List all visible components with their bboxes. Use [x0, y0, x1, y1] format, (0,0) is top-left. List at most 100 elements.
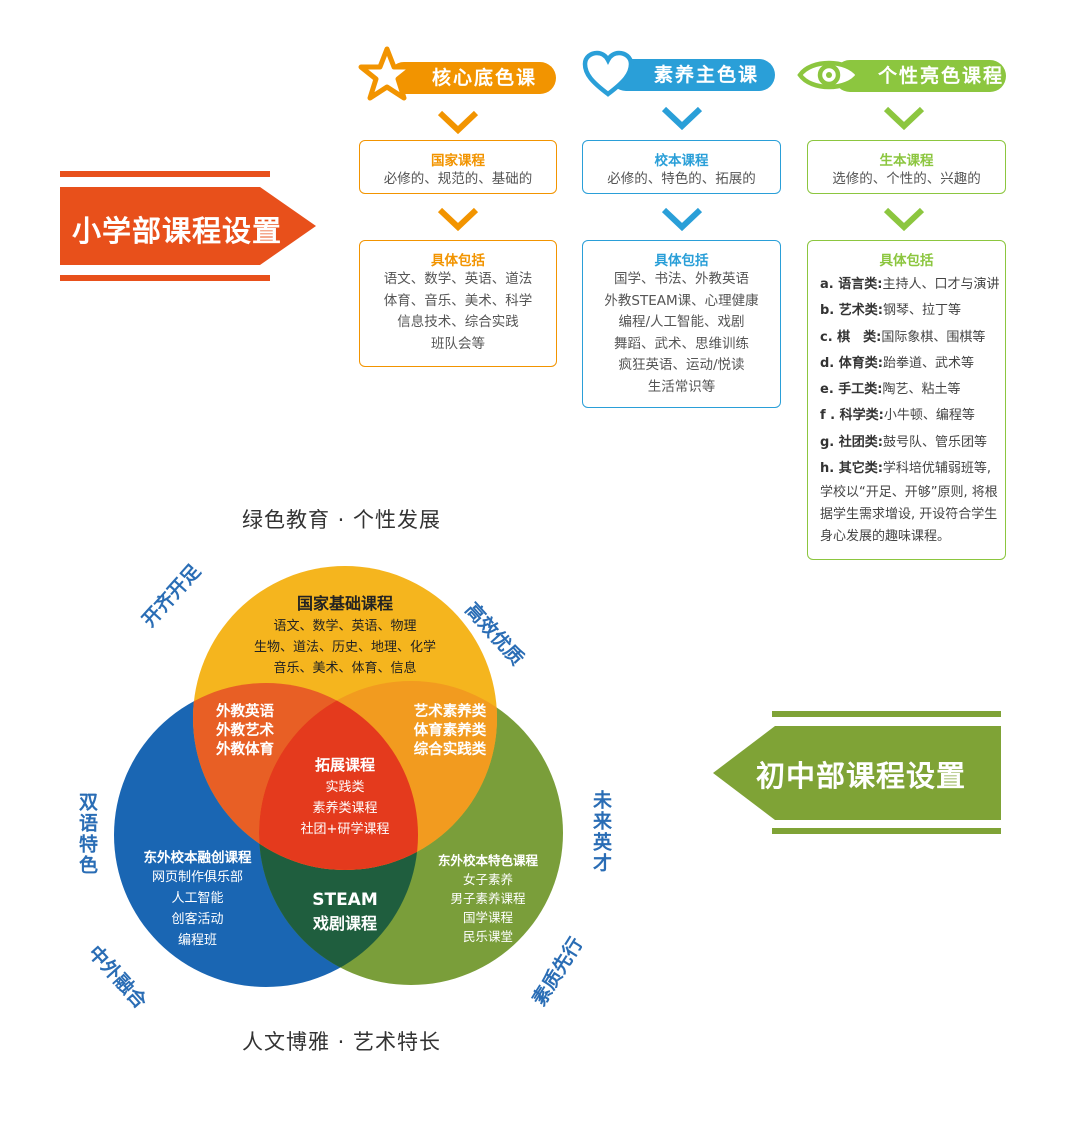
overlap-line: 外教英语 — [216, 704, 274, 720]
circle-line: 网页制作俱乐部 — [151, 870, 243, 885]
circle-right-text: 东外校本特色课程 女子素养 男子素养课程 国学课程 民乐课堂 — [428, 850, 548, 946]
chevron-down-icon — [661, 106, 703, 130]
overlap-bottom-text: STEAM 戏剧课程 — [290, 890, 400, 934]
includes-box: 具体包括 语文、数学、英语、道法 体育、音乐、美术、科学 信息技术、综合实践 班… — [359, 240, 557, 367]
list-item: f . 科学类:小牛顿、编程等 — [820, 408, 975, 424]
overlap-line: 素养类课程 — [312, 801, 378, 816]
list-item: g. 社团类:鼓号队、管乐团等 — [820, 434, 987, 450]
circle-line: 民乐课堂 — [462, 929, 513, 944]
circle-line: 音乐、美术、体育、信息 — [273, 661, 417, 676]
overlap-line: 戏剧课程 — [312, 914, 377, 933]
column-header-label: 个性亮色课程 — [878, 65, 1005, 87]
list-item: e. 手工类:陶艺、粘土等 — [820, 382, 961, 398]
chevron-down-icon — [661, 207, 703, 231]
course-type-title: 国家课程 — [431, 153, 485, 169]
overlap-line: 体育素养类 — [413, 723, 487, 739]
overlap-line: 社团+研学课程 — [300, 822, 390, 837]
primary-banner-title: 小学部课程设置 — [72, 214, 283, 248]
list-item: 语文、数学、英语、道法 — [383, 271, 533, 287]
column-header-personal: 个性亮色课程 — [834, 60, 1006, 92]
overlap-top-left-text: 外教英语 外教艺术 外教体育 — [205, 703, 285, 760]
circle-right-lines: 女子素养 男子素养课程 国学课程 民乐课堂 — [428, 870, 548, 946]
overlap-line: 艺术素养类 — [413, 704, 487, 720]
note-line: 身心发展的趣味课程。 — [820, 529, 951, 545]
includes-title: 具体包括 — [654, 253, 709, 269]
list-item: 舞蹈、武术、思维训练 — [614, 335, 749, 352]
chevron-down-icon — [437, 207, 479, 231]
includes-box: 具体包括 国学、书法、外教英语 外教STEAM课、心理健康 编程/人工智能、戏剧… — [582, 240, 781, 408]
slogan-top: 绿色教育 · 个性发展 — [242, 508, 442, 532]
label-left: 双语特色 — [76, 792, 98, 876]
overlap-line: 外教体育 — [216, 742, 274, 758]
course-type-desc: 选修的、个性的、兴趣的 — [832, 171, 981, 187]
chevron-down-icon — [437, 110, 479, 134]
circle-line: 国学课程 — [462, 910, 513, 925]
list-item: 国学、书法、外教英语 — [614, 271, 749, 287]
banner-stripe — [772, 711, 1001, 717]
list-item: 外教STEAM课、心理健康 — [604, 292, 759, 309]
star-icon — [358, 46, 416, 101]
circle-left-lines: 网页制作俱乐部 人工智能 创客活动 编程班 — [130, 867, 265, 951]
overlap-center-title: 拓展课程 — [314, 756, 375, 774]
column-header-quality: 素养主色课程 — [610, 59, 775, 118]
circle-line: 编程班 — [177, 933, 217, 948]
circle-top-text: 国家基础课程 语文、数学、英语、物理 生物、道法、历史、地理、化学 音乐、美术、… — [245, 590, 445, 679]
course-type-desc: 必修的、特色的、拓展的 — [607, 171, 756, 187]
note-line: 据学生需求增设, 开设符合学生 — [820, 507, 998, 523]
circle-left-title: 东外校本融创课程 — [143, 850, 252, 866]
elective-list: a. 语言类:主持人、口才与演讲 b. 艺术类:钢琴、拉丁等 c. 棋 类:国际… — [808, 272, 1005, 548]
banner-body — [713, 726, 1001, 820]
overlap-line: 外教艺术 — [216, 723, 274, 739]
overlap-center-text: 拓展课程 实践类 素养类课程 社团+研学课程 — [285, 754, 405, 840]
eye-icon — [797, 60, 861, 90]
list-item: 信息技术、综合实践 — [397, 314, 519, 330]
includes-box: 具体包括 a. 语言类:主持人、口才与演讲 b. 艺术类:钢琴、拉丁等 c. 棋… — [807, 240, 1006, 560]
list-item: a. 语言类:主持人、口才与演讲 — [820, 277, 1000, 292]
circle-line: 人工智能 — [171, 891, 224, 906]
column-header-core: 核心底色课程 — [388, 62, 556, 121]
course-type-title: 生本课程 — [879, 153, 934, 169]
course-type-title: 校本课程 — [654, 153, 709, 169]
includes-title: 具体包括 — [879, 253, 934, 269]
banner-stripe — [772, 828, 1001, 834]
slogan-bottom: 人文博雅 · 艺术特长 — [242, 1030, 442, 1054]
banner-stripe — [60, 275, 270, 281]
banner-arrow — [260, 187, 316, 265]
label-right: 未来英才 — [590, 790, 612, 874]
circle-right-title: 东外校本特色课程 — [437, 853, 538, 868]
circle-line: 女子素养 — [462, 872, 513, 887]
circle-left-text: 东外校本融创课程 网页制作俱乐部 人工智能 创客活动 编程班 — [130, 846, 265, 951]
circle-line: 语文、数学、英语、物理 — [273, 619, 417, 634]
list-item: 生活常识等 — [647, 378, 716, 395]
chevron-down-icon — [883, 207, 925, 231]
note-line: 学校以“开足、开够”原则, 将根 — [820, 485, 998, 501]
course-type-box: 校本课程 必修的、特色的、拓展的 — [582, 140, 781, 194]
course-type-box: 国家课程 必修的、规范的、基础的 — [359, 140, 557, 194]
circle-line: 创客活动 — [171, 912, 224, 927]
circle-line: 男子素养课程 — [450, 891, 526, 906]
list-item: 编程/人工智能、戏剧 — [618, 314, 745, 330]
list-item: b. 艺术类:钢琴、拉丁等 — [820, 303, 961, 319]
includes-title: 具体包括 — [431, 253, 485, 269]
list-item: 体育、音乐、美术、科学 — [383, 292, 533, 309]
course-type-box: 生本课程 选修的、个性的、兴趣的 — [807, 140, 1006, 194]
overlap-center-lines: 实践类 素养类课程 社团+研学课程 — [285, 777, 405, 840]
heart-icon — [582, 50, 634, 97]
circle-line: 生物、道法、历史、地理、化学 — [253, 640, 436, 655]
list-item: c. 棋 类:国际象棋、围棋等 — [820, 329, 986, 345]
list-item: 班队会等 — [431, 335, 485, 352]
banner-body — [60, 187, 260, 265]
list-item: 疯狂英语、运动/悦读 — [618, 357, 745, 373]
circle-top-title: 国家基础课程 — [296, 594, 393, 613]
course-type-desc: 必修的、规范的、基础的 — [383, 171, 533, 187]
overlap-line: 实践类 — [325, 780, 365, 795]
banner-stripe — [60, 171, 270, 177]
circle-top-lines: 语文、数学、英语、物理 生物、道法、历史、地理、化学 音乐、美术、体育、信息 — [225, 616, 465, 679]
list-item: h. 其它类:学科培优辅弱班等, — [820, 461, 992, 477]
list-item: d. 体育类:跆拳道、武术等 — [820, 355, 974, 371]
middle-banner-title: 初中部课程设置 — [756, 759, 967, 793]
overlap-line: STEAM — [312, 890, 378, 910]
chevron-down-icon — [883, 106, 925, 130]
overlap-top-right-text: 艺术素养类 体育素养类 综合实践类 — [404, 703, 496, 760]
